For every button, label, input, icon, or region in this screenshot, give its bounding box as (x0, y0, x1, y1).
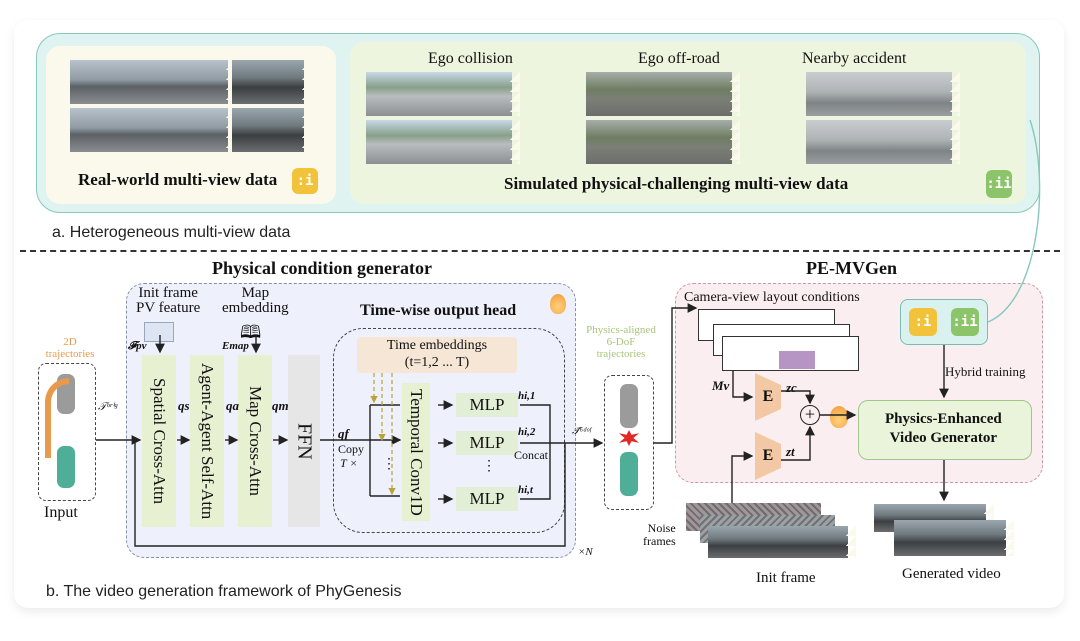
pv-feature-grid-icon (144, 322, 174, 342)
concat-label: Concat (514, 448, 548, 462)
ego-off-road-frame-2 (586, 120, 740, 164)
copy-ellipsis: ⋮ (382, 457, 396, 472)
physics-aligned-label: Physics-aligned 6-DoF trajectories (586, 324, 656, 360)
agent-self-attn-label: Agent-Agent Self-Attn (198, 362, 217, 520)
nearby-accident-frame-1 (806, 72, 960, 116)
aligned-trajectory-box (604, 375, 654, 510)
init-frame-image (708, 526, 856, 558)
2d-trajectories-label: 2D trajectories (45, 336, 95, 360)
init-frame-pv-label: Init frame PV feature (136, 285, 201, 316)
dataset-i-icon: :i (292, 168, 318, 194)
temporal-conv1d-block: Temporal Conv1D (402, 383, 430, 521)
ffn-block: FFN (288, 355, 320, 527)
traj-orig-symbol: 𝒯ᵒʳⁱᵍ (98, 401, 118, 413)
trajectory-arrow-icon (45, 378, 69, 458)
traj-6dof-symbol: 𝒯̃⁶ᵈᵒᶠ (572, 426, 591, 437)
qm-symbol: qm (272, 398, 289, 413)
gray-car-icon-aligned (620, 384, 638, 428)
section-a-caption: a. Heterogeneous multi-view data (52, 224, 291, 241)
dataset-ii-icon: :ii (986, 170, 1012, 198)
time-embeddings-box: Time embeddings (t=1,2 ... T) (357, 337, 517, 373)
real-world-data-box: Real-world multi-view data :i (46, 46, 336, 204)
input-label: Input (44, 504, 78, 521)
physics-enhanced-generator-box: Physics-Enhanced Video Generator (858, 400, 1032, 460)
real-world-frame-2-side (232, 108, 312, 152)
scenario-nearby-accident: Nearby accident (802, 50, 907, 67)
sum-operator-icon: + (800, 405, 820, 425)
repeat-n-label: ×N (578, 546, 593, 558)
pe-mvgen-title: PE-MVGen (806, 258, 897, 278)
real-world-frame-2 (70, 108, 236, 152)
spatial-cross-attn-label: Spatial Cross-Attn (150, 377, 169, 505)
agent-self-attn-block: Agent-Agent Self-Attn (190, 355, 224, 527)
h-i-t-label: hi,t (518, 484, 533, 496)
fire-icon-generator (830, 406, 848, 428)
simulated-label: Simulated physical-challenging multi-vie… (504, 174, 849, 193)
qf-symbol: qf (338, 426, 349, 441)
ego-collision-frame-2 (366, 120, 520, 164)
e-map-symbol: Emap (222, 340, 249, 352)
map-cross-attn-label: Map Cross-Attn (246, 385, 265, 497)
mlp-block-1: MLP (456, 393, 518, 417)
map-cross-attn-block: Map Cross-Attn (238, 355, 272, 527)
mlp-block-3: MLP (456, 487, 518, 511)
mlp-block-2: MLP (456, 431, 518, 455)
zt-symbol: zt (786, 444, 795, 459)
real-world-label: Real-world multi-view data (78, 170, 278, 189)
spatial-cross-attn-block: Spatial Cross-Attn (142, 355, 176, 527)
generated-frame-2 (894, 520, 1014, 556)
fire-icon (550, 294, 566, 314)
dataset-i-icon-small: :i (909, 308, 937, 336)
scenario-ego-collision: Ego collision (428, 50, 513, 67)
section-divider (20, 250, 1060, 252)
noise-frames-label: Noise frames (643, 521, 676, 548)
vehicle-layout-box (779, 351, 815, 369)
ego-collision-frame-1 (366, 72, 520, 116)
ffn-label: FFN (293, 422, 316, 460)
pcg-title: Physical condition generator (212, 258, 432, 278)
output-head-title: Time-wise output head (360, 302, 517, 319)
generator-label: Physics-Enhanced Video Generator (885, 411, 1002, 446)
simulated-data-box: Ego collision Ego off-road Nearby accide… (350, 42, 1026, 204)
map-embedding-label: Map embedding (222, 285, 289, 316)
hybrid-training-label: Hybrid training (945, 364, 1026, 379)
copy-times-label: T × (340, 456, 358, 470)
mv-symbol: Mv (712, 378, 730, 393)
copy-label: Copy (338, 442, 365, 456)
time-embeddings-label: Time embeddings (386, 338, 488, 353)
time-range-label: (t=1,2 ... T) (404, 355, 470, 370)
nearby-accident-frame-2 (806, 120, 960, 164)
scenario-ego-off-road: Ego off-road (638, 50, 720, 67)
mlp-ellipsis: ⋮ (482, 459, 496, 474)
init-frame-label: Init frame (756, 570, 816, 586)
section-b-caption: b. The video generation framework of Phy… (46, 583, 402, 600)
ego-off-road-frame-1 (586, 72, 740, 116)
dataset-ii-icon-small: :ii (951, 308, 979, 336)
h-i-2-label: hi,2 (518, 426, 536, 438)
h-i-1-label: hi,1 (518, 390, 536, 402)
real-world-frame-1 (70, 60, 236, 104)
qa-symbol: qa (226, 398, 239, 413)
hybrid-dataset-box: :i :ii (900, 299, 988, 345)
input-box (38, 363, 96, 501)
collision-burst-icon (619, 430, 639, 446)
camera-layout-label: Camera-view layout conditions (684, 290, 860, 305)
layout-frame-3 (722, 336, 859, 371)
generated-video-label: Generated video (902, 566, 1001, 582)
zc-symbol: zc (786, 380, 797, 395)
green-car-icon-aligned (620, 452, 638, 496)
real-world-frame-1-side (232, 60, 312, 104)
qs-symbol: qs (178, 398, 190, 413)
temporal-conv1d-label: Temporal Conv1D (407, 388, 426, 516)
f-pv-symbol: 𝓕pv (128, 340, 147, 352)
